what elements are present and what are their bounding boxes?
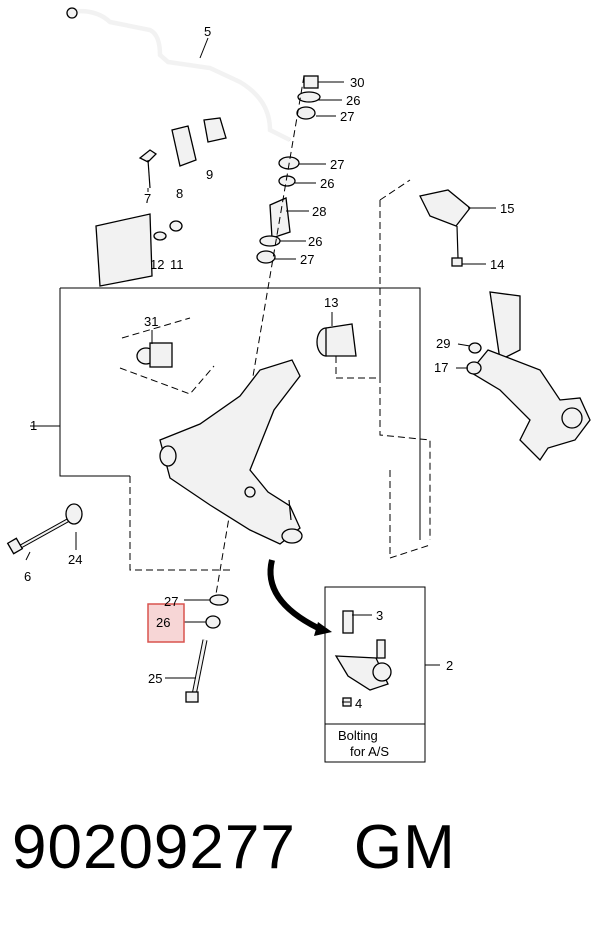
callout-25: 25: [148, 671, 162, 686]
callout-15: 15: [500, 201, 514, 216]
callout-7: 7: [144, 191, 151, 206]
highlight-box-26: [147, 603, 185, 643]
part-number: 90209277: [12, 813, 296, 882]
part-footer: 90209277 GM: [12, 812, 456, 883]
leader-lines: [25, 37, 496, 703]
callout-27: 27: [330, 157, 344, 172]
callout-8: 8: [176, 186, 183, 201]
callout-26: 26: [320, 176, 334, 191]
callout-27: 27: [300, 252, 314, 267]
lower-control-arm: [159, 359, 303, 545]
callout-9: 9: [206, 167, 213, 182]
bracket-15: [419, 189, 471, 267]
inset-caption-line2: for A/S: [350, 744, 389, 759]
inset-ball-joint: [324, 586, 440, 763]
brand-name: GM: [353, 813, 456, 882]
bracket-11-12: [95, 213, 183, 287]
callout-5: 5: [204, 24, 211, 39]
callout-6: 6: [24, 569, 31, 584]
callout-4: 4: [355, 696, 362, 711]
callout-12: 12: [150, 257, 164, 272]
callout-30: 30: [350, 75, 364, 90]
callout-24: 24: [68, 552, 82, 567]
callout-17: 17: [434, 360, 448, 375]
callout-1: 1: [30, 418, 37, 433]
bush-13: [316, 323, 357, 357]
callout-13: 13: [324, 295, 338, 310]
bushing-clamp-parts: [138, 117, 227, 189]
bolt-6-washer-24: [6, 503, 83, 555]
arrow-to-inset: [267, 559, 320, 631]
callout-27: 27: [340, 109, 354, 124]
inset-caption-line1: Bolting: [338, 728, 378, 743]
callout-11: 11: [170, 257, 184, 272]
callout-3: 3: [376, 608, 383, 623]
stabilizer-bar: [66, 7, 292, 143]
callout-26-highlighted: 26: [156, 615, 170, 630]
callout-27: 27: [164, 594, 178, 609]
callout-2: 2: [446, 658, 453, 673]
bush-31: [136, 342, 173, 368]
dashed-outline: [119, 179, 431, 571]
callout-31: 31: [144, 314, 158, 329]
steering-knuckle: [466, 291, 591, 462]
assembly-frame: [59, 287, 421, 540]
callout-26: 26: [308, 234, 322, 249]
callout-14: 14: [490, 257, 504, 272]
callout-29: 29: [436, 336, 450, 351]
callout-26: 26: [346, 93, 360, 108]
callout-28: 28: [312, 204, 326, 219]
bolt-25-stack: [185, 594, 229, 703]
